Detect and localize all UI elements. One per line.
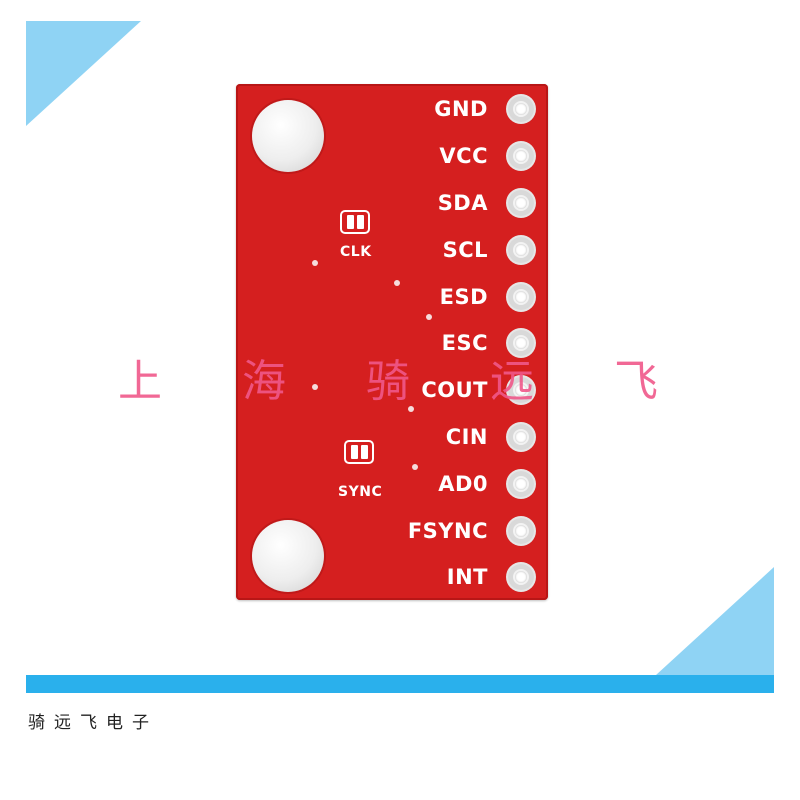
pin-label-esc: ESC xyxy=(441,331,488,355)
pin-pad xyxy=(508,190,534,216)
pcb-board: CLK SYNC GND VCC SDA SCL ESD ESC COUT CI… xyxy=(236,84,548,600)
pin-pad xyxy=(508,96,534,122)
pin-pad xyxy=(508,284,534,310)
via xyxy=(312,260,318,266)
pin-label-cin: CIN xyxy=(445,425,488,449)
pin-pad xyxy=(508,564,534,590)
pin-label-esd: ESD xyxy=(439,285,488,309)
footer-brand-text: 骑远飞电子 xyxy=(28,713,158,733)
pin-label-gnd: GND xyxy=(434,97,488,121)
pin-pad xyxy=(508,143,534,169)
pin-pad xyxy=(508,471,534,497)
watermark-char: 上 xyxy=(118,356,162,407)
via xyxy=(426,314,432,320)
pin-label-cout: COUT xyxy=(421,378,488,402)
pin-pad xyxy=(508,424,534,450)
mounting-hole-bottom xyxy=(252,520,324,592)
pin-label-ad0: AD0 xyxy=(438,472,488,496)
pin-label-vcc: VCC xyxy=(439,144,488,168)
clk-jumper-label: CLK xyxy=(340,244,372,260)
via xyxy=(312,384,318,390)
blue-divider-bar xyxy=(26,675,774,693)
clk-jumper-icon xyxy=(340,210,374,240)
pin-label-int: INT xyxy=(446,565,488,589)
pin-pad xyxy=(508,330,534,356)
pin-label-sda: SDA xyxy=(437,191,488,215)
via xyxy=(394,280,400,286)
mounting-hole-top xyxy=(252,100,324,172)
watermark-char: 飞 xyxy=(614,356,658,407)
corner-triangle-bottom-right xyxy=(656,567,774,675)
pin-pad xyxy=(508,377,534,403)
via xyxy=(412,464,418,470)
corner-triangle-top-left xyxy=(26,21,141,126)
sync-jumper-icon xyxy=(344,440,378,470)
via xyxy=(408,406,414,412)
pin-pad xyxy=(508,237,534,263)
pin-pad xyxy=(508,518,534,544)
sync-jumper-label: SYNC xyxy=(338,484,383,500)
pin-label-scl: SCL xyxy=(442,238,488,262)
pin-label-fsync: FSYNC xyxy=(407,519,488,543)
